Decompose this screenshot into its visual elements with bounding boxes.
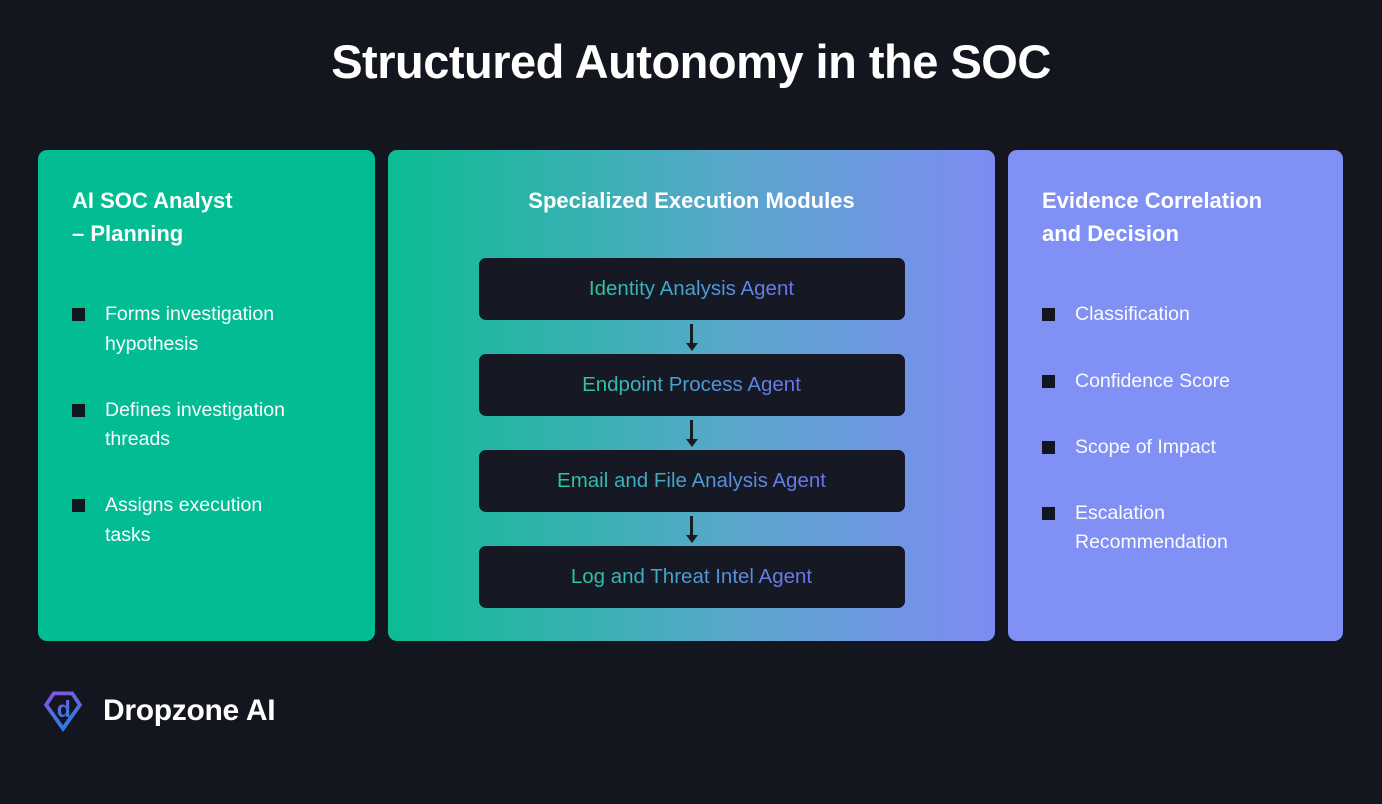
module-label: Endpoint Process Agent [582, 373, 801, 397]
module-label: Log and Threat Intel Agent [570, 565, 813, 589]
list-item-line: hypothesis [105, 332, 199, 355]
arrow-down-icon [685, 416, 698, 450]
square-bullet-icon [1042, 374, 1055, 388]
list-item-text: Assigns execution tasks [105, 491, 262, 550]
square-bullet-icon [1042, 308, 1055, 322]
list-item-text: Scope of Impact [1075, 433, 1216, 462]
square-bullet-icon [1042, 507, 1055, 521]
list-item: Forms investigation hypothesis [72, 300, 339, 359]
list-item-line: Confidence Score [1075, 369, 1231, 392]
decision-bullet-list: Classification Confidence Score Scope of… [1042, 300, 1307, 557]
panel-execution-title: Specialized Execution Modules [528, 188, 855, 214]
square-bullet-icon [1042, 440, 1055, 454]
list-item-text: Escalation Recommendation [1075, 499, 1228, 558]
module-box-endpoint: Endpoint Process Agent [478, 354, 905, 417]
panels-row: AI SOC Analyst – Planning Forms investig… [38, 150, 1343, 642]
list-item-text: Defines investigation threads [105, 396, 285, 455]
arrow-line [690, 323, 693, 343]
panel-planning-title-line2: – Planning [72, 221, 184, 247]
list-item-line: Forms investigation [105, 303, 275, 326]
svg-text:d: d [57, 697, 71, 723]
arrow-head [685, 342, 698, 351]
arrow-line [690, 515, 693, 535]
arrow-head [685, 438, 698, 447]
list-item-line: tasks [105, 523, 151, 546]
planning-bullet-list: Forms investigation hypothesis Defines i… [72, 300, 339, 550]
panel-planning-title-line1: AI SOC Analyst [72, 188, 233, 214]
module-label: Identity Analysis Agent [588, 277, 795, 301]
list-item: Assigns execution tasks [72, 491, 339, 550]
arrow-line [690, 419, 693, 439]
arrow-down-icon [685, 512, 698, 546]
square-bullet-icon [72, 499, 85, 513]
panel-decision-title: Evidence Correlation and Decision [1042, 184, 1307, 250]
list-item: Escalation Recommendation [1042, 499, 1307, 558]
square-bullet-icon [72, 403, 85, 417]
panel-decision-title-line2: and Decision [1042, 221, 1179, 247]
list-item: Confidence Score [1042, 367, 1307, 396]
panel-decision: Evidence Correlation and Decision Classi… [1008, 150, 1343, 642]
square-bullet-icon [72, 308, 85, 322]
list-item-text: Forms investigation hypothesis [105, 300, 274, 359]
panel-decision-title-line1: Evidence Correlation [1042, 188, 1263, 214]
list-item-line: Classification [1075, 303, 1190, 326]
list-item-line: Escalation [1075, 502, 1165, 525]
list-item: Classification [1042, 300, 1307, 329]
module-box-email-file: Email and File Analysis Agent [478, 450, 905, 513]
dropzone-logo-icon: d [43, 691, 83, 733]
panel-planning-title: AI SOC Analyst – Planning [72, 184, 339, 250]
module-flow: Identity Analysis Agent Endpoint Process… [478, 258, 905, 609]
list-item-line: Recommendation [1075, 531, 1228, 554]
list-item: Scope of Impact [1042, 433, 1307, 462]
module-label: Email and File Analysis Agent [557, 469, 826, 493]
brand-name: Dropzone AI [103, 694, 276, 728]
list-item-line: Scope of Impact [1075, 435, 1216, 458]
module-box-log-threat: Log and Threat Intel Agent [478, 546, 905, 609]
list-item-text: Confidence Score [1075, 367, 1230, 396]
arrow-head [685, 534, 698, 543]
panel-execution: Specialized Execution Modules Identity A… [388, 150, 995, 642]
module-box-identity: Identity Analysis Agent [478, 258, 905, 321]
list-item: Defines investigation threads [72, 396, 339, 455]
list-item-line: threads [105, 428, 171, 451]
brand-footer: d Dropzone AI [40, 687, 1382, 735]
list-item-line: Assigns execution [105, 494, 263, 517]
panel-planning: AI SOC Analyst – Planning Forms investig… [38, 150, 375, 642]
list-item-text: Classification [1075, 300, 1190, 329]
list-item-line: Defines investigation [105, 398, 285, 421]
arrow-down-icon [685, 320, 698, 354]
page-title: Structured Autonomy in the SOC [331, 35, 1051, 88]
